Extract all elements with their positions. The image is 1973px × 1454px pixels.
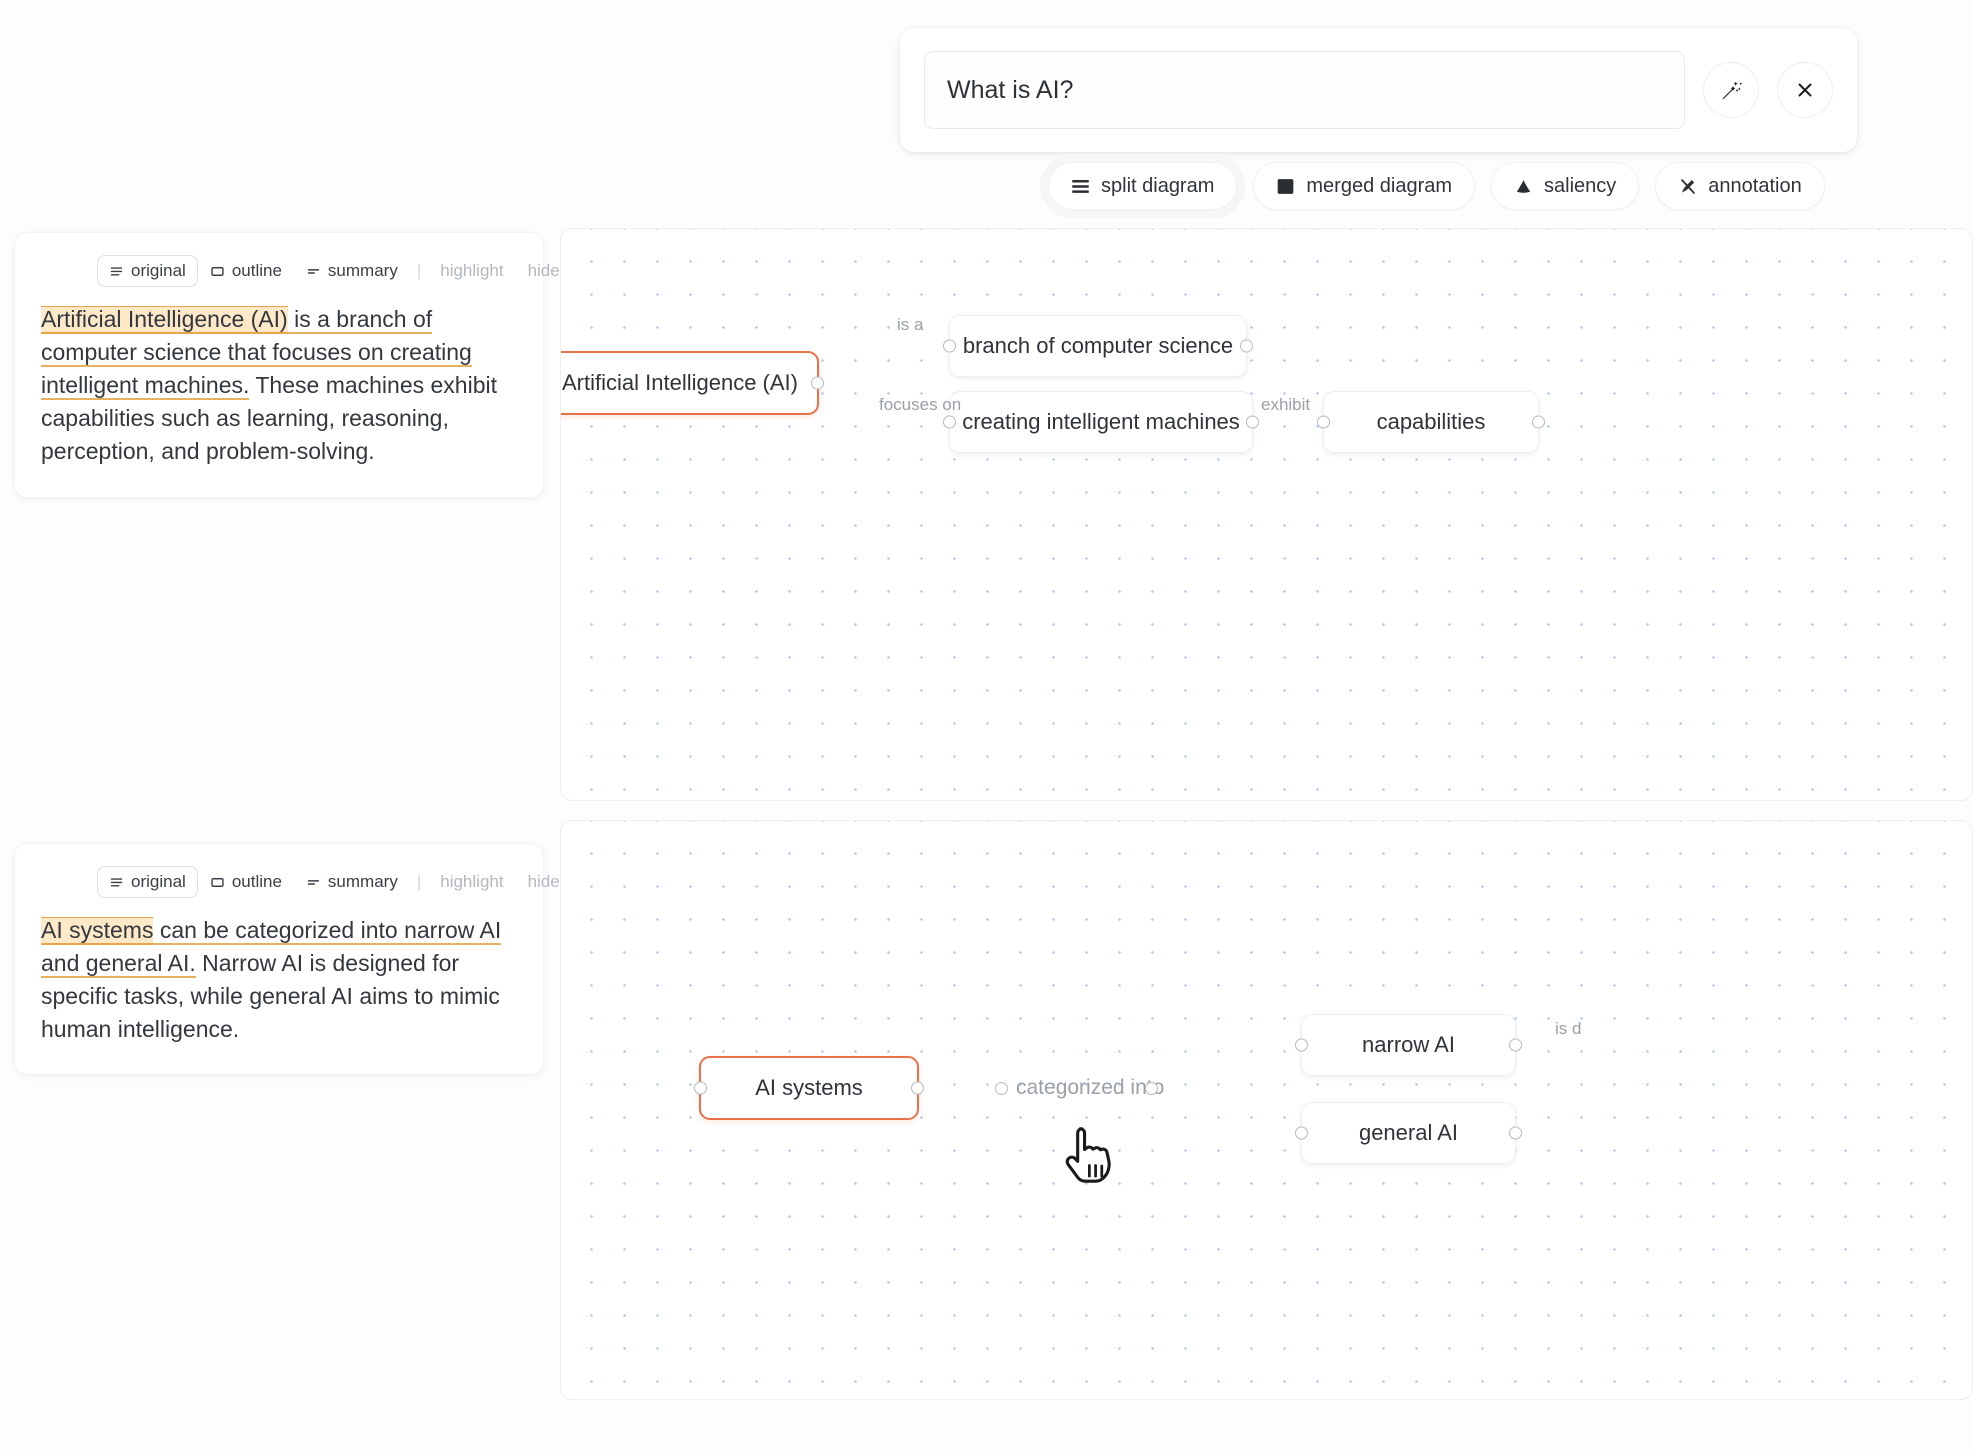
node-handle-right[interactable] [1509, 1038, 1522, 1052]
node-handle-right[interactable] [811, 376, 824, 390]
node-handle-left[interactable] [943, 339, 956, 353]
card-action-hide[interactable]: hide [516, 255, 572, 287]
card-tab-label: outline [231, 872, 282, 891]
edge-layer [561, 821, 861, 971]
diagram-node-narrow-ai[interactable]: narrow AI [1295, 1014, 1522, 1076]
diagram-node-capabilities[interactable]: capabilities [1317, 391, 1545, 453]
underlined-phrase: is a branch of computer science that foc… [41, 306, 472, 401]
mode-button-annotation[interactable]: annotation [1655, 162, 1825, 210]
card-toolbar: original outline summary | highlight hid… [41, 255, 560, 287]
mode-toolbar: split diagram merged diagram saliency an… [1048, 162, 1825, 210]
node-handle-right[interactable] [1240, 339, 1253, 353]
body-rest: These machines exhibit capabilities such… [41, 372, 498, 465]
edge-handle-right[interactable] [1145, 1082, 1158, 1095]
stacked-lines-icon [1072, 179, 1089, 193]
card-tab-label: original [131, 872, 186, 891]
node-label: AI systems [755, 1075, 863, 1100]
diagram-node-general-ai[interactable]: general AI [1295, 1102, 1522, 1164]
mode-button-saliency[interactable]: saliency [1491, 162, 1640, 210]
edge-handle-left[interactable] [995, 1082, 1008, 1095]
card-body-text: Artificial Intelligence (AI) is a branch… [41, 303, 517, 469]
text-card-2: original outline summary | highlight hid… [14, 843, 560, 1076]
card-tab-outline[interactable]: outline [198, 866, 294, 898]
diagram-node-ai-systems[interactable]: AI systems [694, 1056, 924, 1120]
prompt-input[interactable] [924, 51, 1685, 129]
card-tab-label: summary [327, 872, 398, 891]
card-action-highlight[interactable]: highlight [428, 255, 515, 287]
card-tab-label: original [131, 261, 186, 280]
body-rest: Narrow AI is designed for specific tasks… [41, 950, 500, 1043]
card-action-label: highlight [440, 872, 504, 891]
node-label: Artificial Intelligence (AI) [562, 370, 798, 395]
node-label: branch of computer science [962, 333, 1234, 358]
card-tab-label: outline [231, 261, 282, 280]
pen-strike-icon [1681, 178, 1696, 194]
node-handle-right[interactable] [1509, 1126, 1522, 1140]
diagram-canvas-top[interactable]: Artificial Intelligence (AI) branch of c… [560, 228, 1973, 801]
card-action-label: hide [527, 872, 560, 891]
node-handle-right[interactable] [911, 1081, 924, 1095]
mode-button-label: merged diagram [1306, 174, 1453, 197]
highlighted-phrase: AI systems [41, 917, 154, 945]
card-tab-outline[interactable]: outline [198, 255, 294, 287]
magic-wand-icon [1722, 81, 1742, 100]
mode-button-split-diagram[interactable]: split diagram [1048, 162, 1238, 210]
card-action-hide[interactable]: hide [516, 866, 572, 898]
toolbar-divider: | [416, 872, 422, 891]
edge-label-is-designed-for[interactable]: is d [1555, 1019, 1582, 1038]
summary-lines-icon [307, 879, 320, 885]
node-handle-left[interactable] [1295, 1126, 1308, 1140]
summary-lines-icon [307, 268, 320, 274]
card-tab-original[interactable]: original [97, 255, 198, 287]
prompt-bar [900, 28, 1857, 152]
edge-label-categorized-into[interactable]: categorized into [1016, 1076, 1165, 1099]
close-icon [1798, 83, 1812, 97]
mode-button-label: saliency [1544, 174, 1617, 197]
node-label: creating intelligent machines [962, 409, 1240, 434]
node-label: narrow AI [1362, 1032, 1455, 1057]
triangle-icon [1516, 179, 1531, 193]
diagram-node-branch-of-computer-science[interactable]: branch of computer science [943, 315, 1253, 377]
diagram-node-creating-intelligent-machines[interactable]: creating intelligent machines [943, 391, 1259, 453]
card-tab-summary[interactable]: summary [294, 866, 410, 898]
mode-button-label: annotation [1708, 174, 1802, 197]
lines-icon [110, 266, 123, 276]
highlighted-phrase: Artificial Intelligence (AI) [41, 306, 288, 334]
square-outline-icon [211, 877, 224, 887]
card-toolbar: original outline summary | highlight hid… [41, 866, 560, 898]
card-action-label: highlight [440, 261, 504, 280]
node-label: general AI [1358, 1120, 1459, 1145]
diagram-node-artificial-intelligence[interactable]: Artificial Intelligence (AI) [561, 351, 824, 415]
node-handle-left[interactable] [694, 1081, 707, 1095]
node-handle-right[interactable] [1246, 415, 1259, 429]
card-tab-summary[interactable]: summary [294, 255, 410, 287]
node-handle-left[interactable] [1295, 1038, 1308, 1052]
text-card-1: original outline summary | highlight hid… [14, 232, 560, 498]
mode-button-label: split diagram [1101, 174, 1215, 197]
card-action-label: hide [527, 261, 560, 280]
node-handle-left[interactable] [1317, 415, 1330, 429]
underlined-phrase: can be categorized into narrow AI and ge… [41, 917, 502, 979]
close-icon-button[interactable] [1777, 62, 1833, 118]
edge-label-focuses-on[interactable]: focuses on [879, 395, 962, 414]
node-handle-right[interactable] [1532, 415, 1545, 429]
card-tab-label: summary [327, 261, 398, 280]
mode-button-merged-diagram[interactable]: merged diagram [1253, 162, 1476, 210]
card-action-highlight[interactable]: highlight [428, 866, 515, 898]
diagram-canvas-bottom[interactable]: AI systems narrow AI general AI categori… [560, 820, 1973, 1400]
node-label: capabilities [1376, 409, 1486, 434]
square-outline-icon [211, 266, 224, 276]
edge-label-is-a[interactable]: is a [897, 315, 924, 334]
toolbar-divider: | [416, 261, 422, 280]
edge-label-exhibit[interactable]: exhibit [1261, 395, 1311, 414]
magic-wand-icon-button[interactable] [1703, 62, 1759, 118]
filled-square-icon [1278, 178, 1294, 194]
node-handle-left[interactable] [943, 415, 956, 429]
card-tab-original[interactable]: original [97, 866, 198, 898]
lines-icon [110, 877, 123, 887]
card-body-text: AI systems can be categorized into narro… [41, 914, 517, 1046]
